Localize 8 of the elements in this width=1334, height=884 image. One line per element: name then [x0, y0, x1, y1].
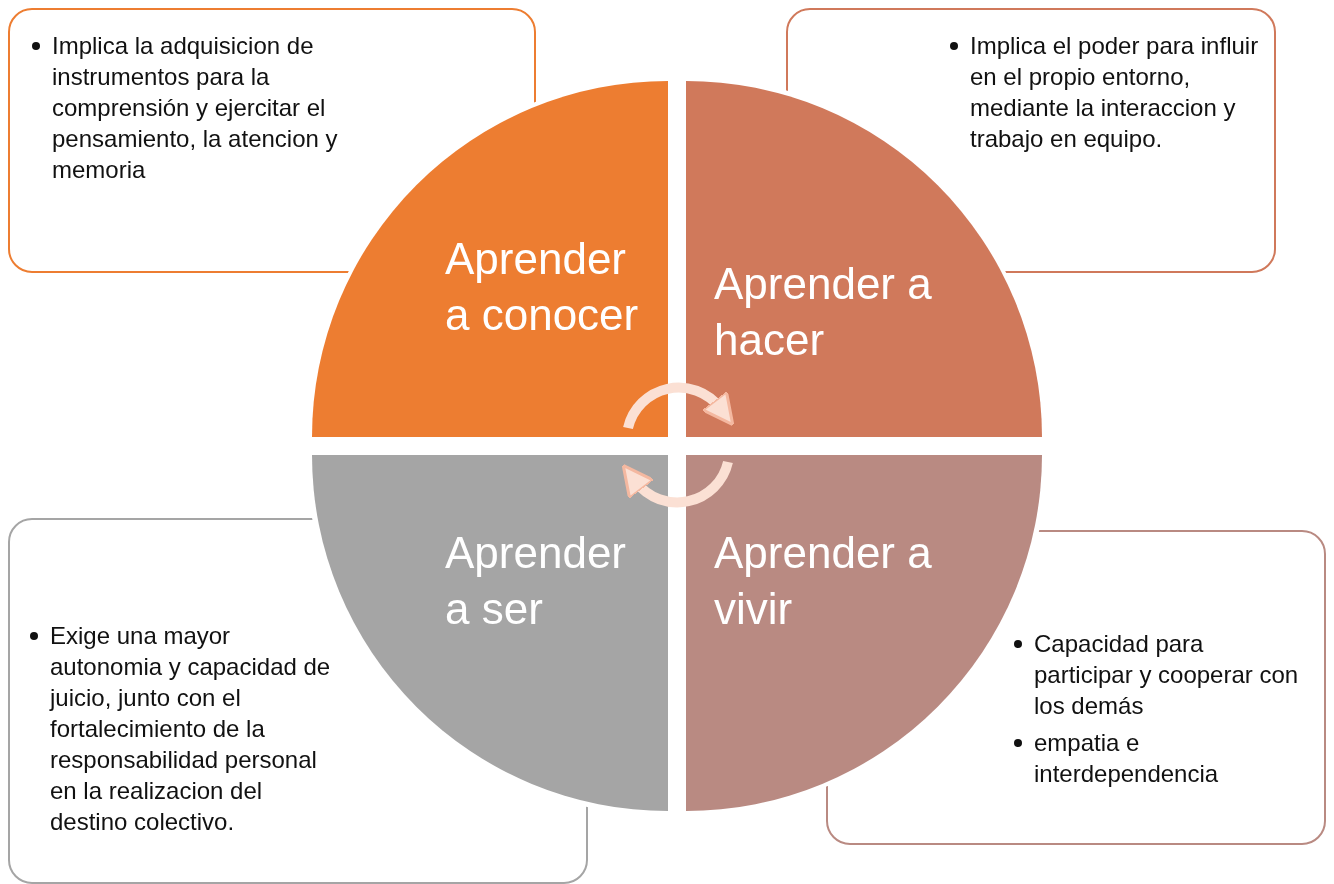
quadrant-title: Aprender a hacer — [714, 258, 933, 366]
bullet-text: empatia e interdependencia — [1034, 728, 1220, 789]
quadrant-title: Aprender a conocer — [445, 233, 640, 341]
bullet-text: Implica el poder para influir en el propio entorno, mediante la interaccion y trabajo en equipo. — [970, 31, 1260, 154]
bullet-text: Implica la adquisicion de instrumentos para la comprensión y ejercitar el pensamiento, la atencion y memoria — [52, 31, 339, 185]
quadrant-title: Aprender a ser — [445, 527, 627, 635]
quadrant-title: Aprender a vivir — [714, 527, 933, 635]
bullet-text: Exige una mayor autonomia y capacidad de juicio, junto con el fortalecimiento de la responsabilidad personal en la realizacion del destino colectivo. — [50, 621, 332, 837]
